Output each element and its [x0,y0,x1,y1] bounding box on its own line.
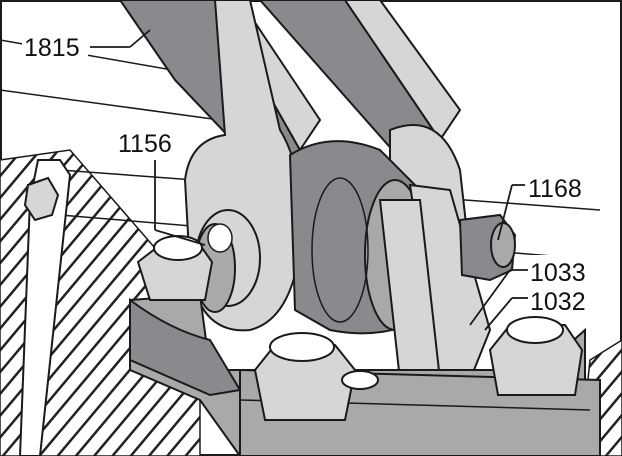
callout-1032: 1032 [530,288,586,316]
callouts: 1815 1156 1168 1033 1032 [22,30,600,316]
leader-1168-tip [497,184,513,241]
leader-lines [90,29,528,331]
bolt-1168 [458,213,517,282]
small-hex-nut [23,176,60,222]
leader-1156-tip [154,229,206,246]
leader-1815-tip [129,29,151,48]
callout-1815: 1815 [24,34,80,62]
callout-1033: 1033 [530,259,586,287]
nut-small-center [341,370,379,390]
callout-1168: 1168 [528,175,582,203]
left-bracket [18,159,72,456]
nut-center-bottom [253,332,357,421]
shackle-bracket-1033 [378,183,492,381]
nut-right-bottom [488,316,584,396]
nut-left-top [136,235,214,301]
leader-1032-tip [484,297,513,331]
leader-1033-tip [469,269,511,326]
callout-1156: 1156 [118,130,172,158]
